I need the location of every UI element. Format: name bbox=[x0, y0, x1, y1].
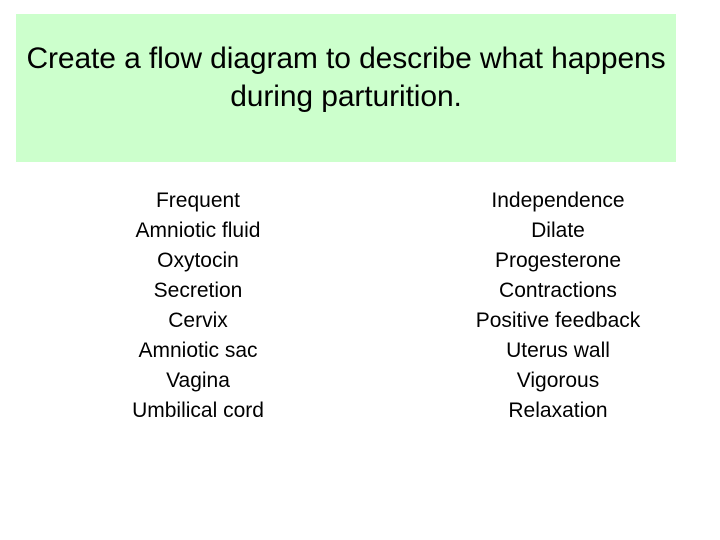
list-item: Amniotic sac bbox=[138, 339, 258, 362]
list-item: Amniotic fluid bbox=[135, 219, 261, 242]
list-item: Secretion bbox=[153, 279, 243, 302]
left-word-list: Frequent Amniotic fluid Oxytocin Secreti… bbox=[0, 186, 396, 426]
list-item: Relaxation bbox=[508, 399, 608, 422]
list-item: Vagina bbox=[166, 369, 230, 392]
list-item: Vigorous bbox=[516, 369, 600, 392]
page-title: Create a flow diagram to describe what h… bbox=[26, 42, 666, 113]
title-banner: Create a flow diagram to describe what h… bbox=[16, 14, 676, 162]
list-item: Dilate bbox=[531, 219, 585, 242]
list-item: Positive feedback bbox=[475, 309, 641, 332]
word-bank-columns: Frequent Amniotic fluid Oxytocin Secreti… bbox=[0, 186, 720, 426]
list-item: Independence bbox=[491, 189, 625, 212]
list-item: Contractions bbox=[499, 279, 617, 302]
list-item: Umbilical cord bbox=[132, 399, 264, 422]
list-item: Uterus wall bbox=[506, 339, 610, 362]
right-word-list: Independence Dilate Progesterone Contrac… bbox=[396, 186, 720, 426]
list-item: Frequent bbox=[155, 189, 241, 212]
list-item: Oxytocin bbox=[157, 249, 239, 272]
list-item: Progesterone bbox=[494, 249, 622, 272]
list-item: Cervix bbox=[168, 309, 228, 332]
